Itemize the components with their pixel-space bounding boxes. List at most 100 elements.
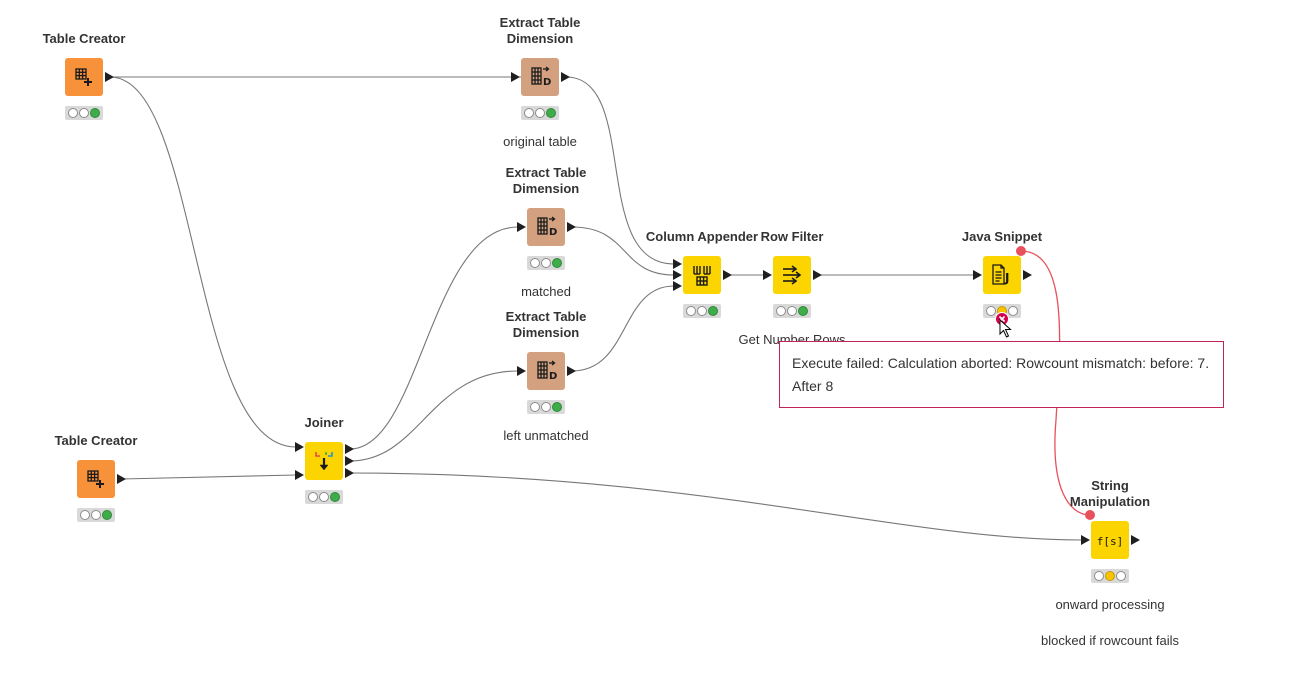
output-port[interactable]	[1023, 270, 1032, 280]
status-lamp-green	[708, 306, 718, 316]
status-indicator	[773, 304, 811, 318]
extract-table-dimension-icon[interactable]: D	[527, 208, 565, 246]
input-port-right[interactable]	[295, 470, 304, 480]
input-port[interactable]	[517, 222, 526, 232]
error-tooltip: Execute failed: Calculation aborted: Row…	[779, 341, 1224, 408]
svg-text:J: J	[1004, 271, 1009, 285]
status-lamp-red	[986, 306, 996, 316]
input-port[interactable]	[973, 270, 982, 280]
connection-joiner-stringmanip[interactable]	[349, 472, 1083, 541]
connection-joiner-etd2[interactable]	[349, 226, 519, 450]
status-indicator	[521, 106, 559, 120]
node-title: Extract Table Dimension	[505, 309, 587, 340]
connection-etd1-colappender[interactable]	[565, 76, 675, 265]
java-snippet-icon[interactable]: J	[983, 256, 1021, 294]
output-port[interactable]	[117, 474, 126, 484]
extract-table-dimension-icon[interactable]: D	[521, 58, 559, 96]
output-port-matched[interactable]	[345, 444, 354, 454]
status-lamp-yellow	[541, 402, 551, 412]
status-lamp-green	[102, 510, 112, 520]
output-port[interactable]	[105, 72, 114, 82]
svg-text:D: D	[549, 371, 557, 382]
string-manipulation-icon[interactable]: f[s]	[1091, 521, 1129, 559]
status-lamp-red	[308, 492, 318, 502]
node-annotation: matched	[521, 284, 571, 299]
node-title: Extract Table Dimension	[499, 15, 581, 46]
status-lamp-red	[1094, 571, 1104, 581]
flow-variable-connection[interactable]	[1020, 250, 1091, 516]
table-creator-icon[interactable]	[77, 460, 115, 498]
status-lamp-yellow	[697, 306, 707, 316]
node-title: String Manipulation	[1069, 478, 1151, 509]
input-port[interactable]	[763, 270, 772, 280]
status-lamp-yellow	[541, 258, 551, 268]
status-lamp-red	[686, 306, 696, 316]
node-title: Java Snippet	[961, 229, 1043, 244]
node-title: Table Creator	[54, 433, 138, 448]
input-port[interactable]	[511, 72, 520, 82]
svg-text:D: D	[549, 227, 557, 238]
status-lamp-red	[68, 108, 78, 118]
extract-table-dimension-icon[interactable]: D	[527, 352, 565, 390]
status-lamp-yellow	[535, 108, 545, 118]
status-lamp-green	[552, 402, 562, 412]
status-lamp-green	[1116, 571, 1126, 581]
node-title: Joiner	[304, 415, 344, 430]
status-indicator	[305, 490, 343, 504]
node-title: Column Appender	[645, 229, 759, 244]
status-indicator	[983, 304, 1021, 318]
input-port[interactable]	[1081, 535, 1090, 545]
status-indicator	[527, 256, 565, 270]
svg-text:f[s]: f[s]	[1097, 535, 1124, 548]
joiner-icon[interactable]	[305, 442, 343, 480]
flow-variable-port-in[interactable]	[1085, 510, 1095, 520]
status-indicator	[1091, 569, 1129, 583]
status-lamp-green	[330, 492, 340, 502]
connection-joiner-etd3[interactable]	[349, 370, 519, 462]
output-port[interactable]	[567, 366, 576, 376]
status-lamp-yellow	[79, 108, 89, 118]
connection-tc2-joiner[interactable]	[121, 474, 297, 480]
status-lamp-red	[80, 510, 90, 520]
output-port-left-unmatched[interactable]	[345, 456, 354, 466]
input-port-1[interactable]	[673, 259, 682, 269]
row-filter-icon[interactable]	[773, 256, 811, 294]
status-lamp-green	[1008, 306, 1018, 316]
status-lamp-red	[524, 108, 534, 118]
status-lamp-green	[546, 108, 556, 118]
node-annotation: left unmatched	[503, 428, 589, 443]
node-title: Table Creator	[42, 31, 126, 46]
output-port[interactable]	[561, 72, 570, 82]
output-port-right-unmatched[interactable]	[345, 468, 354, 478]
status-lamp-green	[798, 306, 808, 316]
input-port[interactable]	[517, 366, 526, 376]
output-port[interactable]	[813, 270, 822, 280]
status-indicator	[77, 508, 115, 522]
node-title: Extract Table Dimension	[505, 165, 587, 196]
input-port-3[interactable]	[673, 281, 682, 291]
status-lamp-yellow	[1105, 571, 1115, 581]
status-indicator	[683, 304, 721, 318]
status-lamp-yellow	[91, 510, 101, 520]
column-appender-icon[interactable]	[683, 256, 721, 294]
status-lamp-red	[530, 258, 540, 268]
connection-etd3-colappender[interactable]	[571, 285, 675, 372]
status-lamp-green	[90, 108, 100, 118]
output-port[interactable]	[567, 222, 576, 232]
connection-etd2-colappender[interactable]	[571, 226, 675, 276]
status-lamp-red	[776, 306, 786, 316]
node-annotation: onward processing blocked if rowcount fa…	[1040, 597, 1179, 648]
output-port[interactable]	[723, 270, 732, 280]
input-port-left[interactable]	[295, 442, 304, 452]
status-lamp-yellow	[787, 306, 797, 316]
output-port[interactable]	[1131, 535, 1140, 545]
flow-variable-port-out[interactable]	[1016, 246, 1026, 256]
status-lamp-yellow	[319, 492, 329, 502]
input-port-2[interactable]	[673, 270, 682, 280]
node-annotation: original table	[503, 134, 577, 149]
table-creator-icon[interactable]	[65, 58, 103, 96]
mouse-cursor-icon	[999, 319, 1012, 338]
connection-tc1-joiner[interactable]	[109, 76, 297, 448]
